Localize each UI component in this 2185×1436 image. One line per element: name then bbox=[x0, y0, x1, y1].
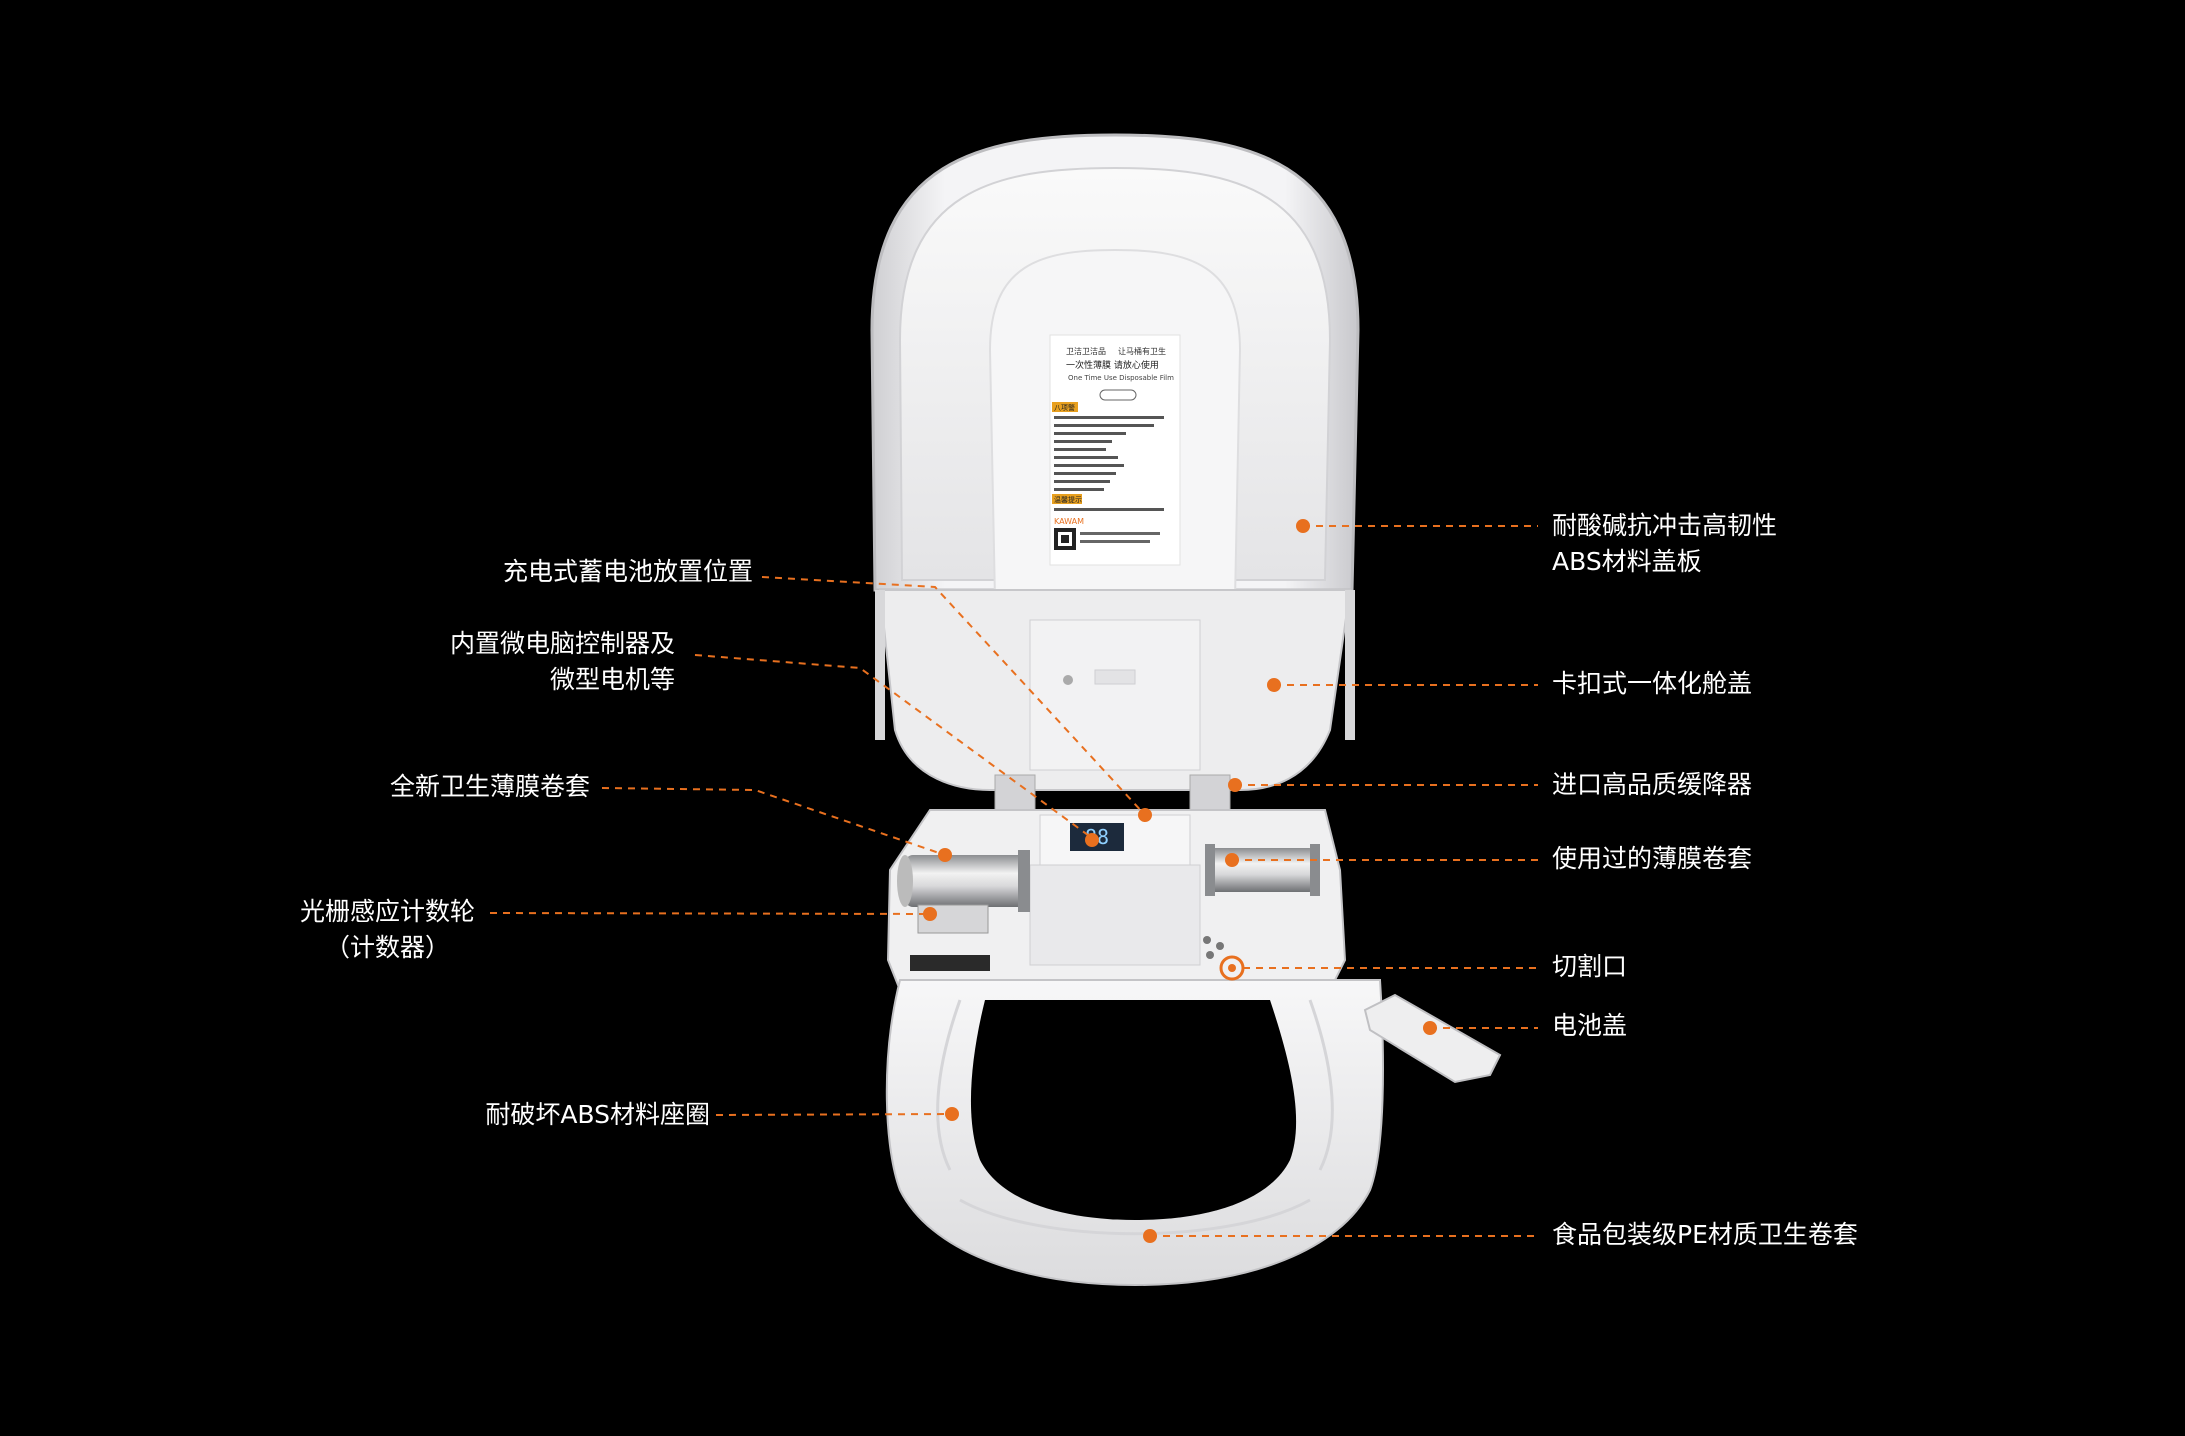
callout-counter: 光栅感应计数轮 （计数器） bbox=[300, 894, 475, 966]
dot-cutter bbox=[1228, 964, 1236, 972]
label-line3: One Time Use Disposable Film bbox=[1068, 374, 1174, 382]
callout-controller: 内置微电脑控制器及 微型电机等 bbox=[450, 626, 675, 698]
leader-lines bbox=[489, 525, 1538, 1237]
new-film-roll bbox=[897, 850, 1030, 912]
dot-counter bbox=[923, 907, 937, 921]
dot-film bbox=[1143, 1229, 1157, 1243]
callout-used-roll: 使用过的薄膜卷套 bbox=[1552, 844, 1753, 873]
label-brand: KAWAM bbox=[1054, 517, 1084, 526]
callout-new-roll: 全新卫生薄膜卷套 bbox=[389, 772, 590, 801]
leader-new-roll bbox=[601, 787, 946, 856]
callout-seat-ring: 耐破坏ABS材料座圈 bbox=[485, 1100, 710, 1129]
label-line1: 卫洁卫洁品 bbox=[1066, 346, 1106, 356]
dot-hatch bbox=[1267, 678, 1281, 692]
dot-used-roll bbox=[1225, 853, 1239, 867]
callout-cover-line2: ABS材料盖板 bbox=[1552, 547, 1702, 576]
callout-counter-line1: 光栅感应计数轮 bbox=[300, 897, 476, 926]
dot-battery-cover bbox=[1423, 1021, 1437, 1035]
leader-controller bbox=[694, 654, 1093, 839]
hatch-cover bbox=[875, 589, 1355, 791]
used-film-roll bbox=[1205, 844, 1320, 896]
callout-cutter: 切割口 bbox=[1552, 952, 1628, 981]
leader-battery-position bbox=[761, 576, 1146, 816]
label-line1b: 让马桶有卫生 bbox=[1118, 346, 1166, 356]
leader-dots bbox=[923, 519, 1437, 1243]
battery-cover bbox=[1363, 993, 1502, 1084]
callout-hatch: 卡扣式一体化舱盖 bbox=[1552, 669, 1753, 698]
callout-film: 食品包装级PE材质卫生卷套 bbox=[1552, 1220, 1858, 1249]
dot-cover bbox=[1296, 519, 1310, 533]
callout-battery-cover: 电池盖 bbox=[1552, 1011, 1628, 1040]
label-line2: 一次性薄膜 请放心使用 bbox=[1066, 359, 1159, 371]
callout-counter-line2: （计数器） bbox=[325, 933, 451, 962]
leader-counter bbox=[489, 912, 931, 915]
callout-cover: 耐酸碱抗冲击高韧性 ABS材料盖板 bbox=[1552, 508, 1777, 580]
leader-seat-ring bbox=[715, 1113, 953, 1116]
instruction-label: 卫洁卫洁品 让马桶有卫生 一次性薄膜 请放心使用 One Time Use Di… bbox=[1049, 334, 1181, 566]
dot-battery-position bbox=[1138, 808, 1152, 822]
dot-controller bbox=[1085, 833, 1099, 847]
callout-cover-line1: 耐酸碱抗冲击高韧性 bbox=[1552, 511, 1778, 540]
callout-damper: 进口高品质缓降器 bbox=[1552, 770, 1753, 799]
callout-controller-line2: 微型电机等 bbox=[549, 665, 675, 694]
callout-battery-position: 充电式蓄电池放置位置 bbox=[502, 557, 753, 586]
label-warn-title: 八项警 bbox=[1054, 403, 1075, 412]
callout-controller-line1: 内置微电脑控制器及 bbox=[449, 629, 675, 658]
dot-new-roll bbox=[938, 848, 952, 862]
dot-damper bbox=[1228, 778, 1242, 792]
dot-seat-ring bbox=[945, 1107, 959, 1121]
label-tip-title: 温馨提示 bbox=[1054, 495, 1082, 504]
seat-ring bbox=[885, 936, 1384, 1287]
